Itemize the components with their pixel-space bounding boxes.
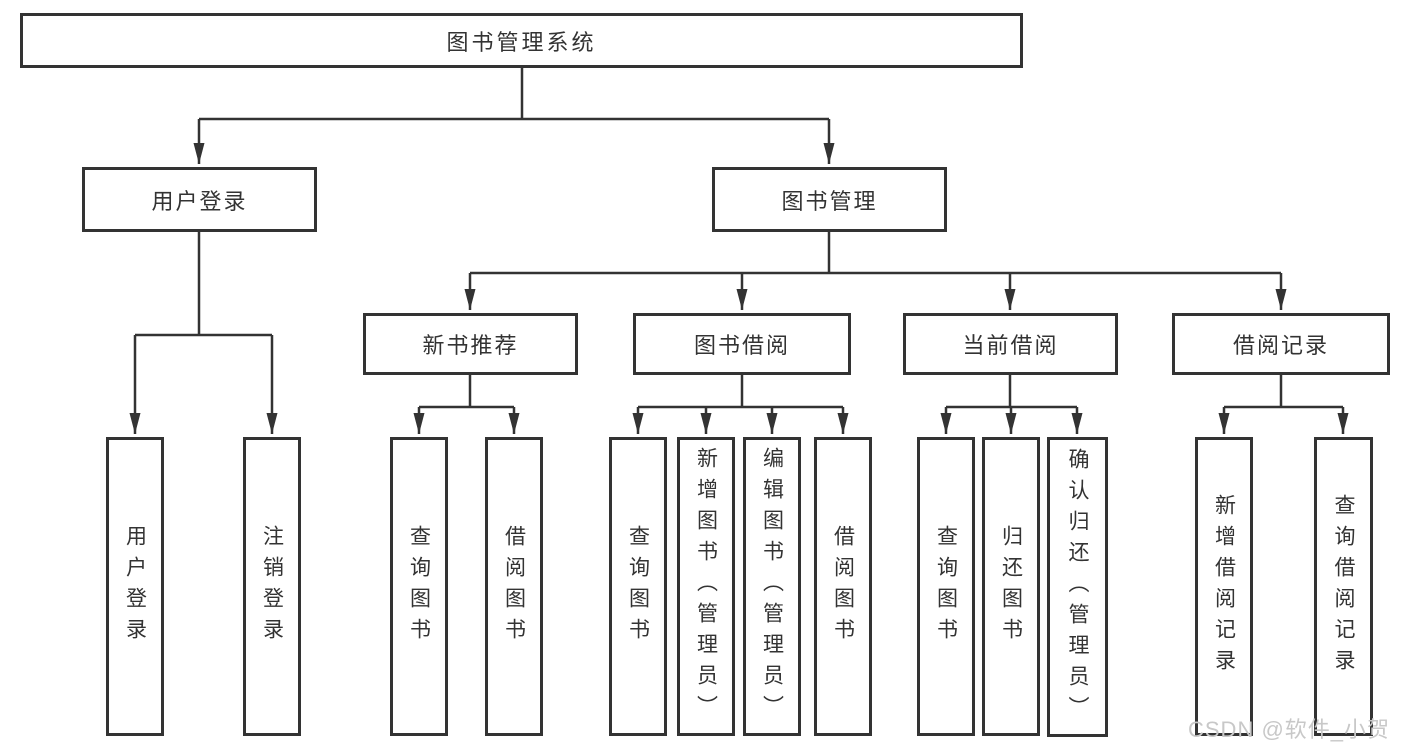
node-current-borrowing: 当前借阅 [903,313,1118,375]
node-root: 图书管理系统 [20,13,1023,68]
leaf-query-books-recommend: 查询图书 [390,437,448,736]
connector-current-borrow-children [940,375,1083,434]
node-book-management: 图书管理 [712,167,947,232]
leaf-edit-books-admin: 编辑图书（管理员） [743,437,801,736]
node-borrowing-records: 借阅记录 [1172,313,1390,375]
leaf-confirm-return-admin: 确认归还（管理员） [1047,437,1108,737]
connector-root-to-level2 [193,68,835,164]
node-user-login: 用户登录 [82,167,317,232]
leaf-logout: 注销登录 [243,437,301,736]
leaf-query-books-current: 查询图书 [917,437,975,736]
leaf-borrow-books-borrowing: 借阅图书 [814,437,872,736]
connector-new-books-children [413,375,520,434]
connector-user-login-children [129,232,278,434]
leaf-add-books-admin: 新增图书（管理员） [677,437,735,736]
leaf-query-books-borrowing: 查询图书 [609,437,667,736]
node-book-borrowing: 图书借阅 [633,313,851,375]
leaf-add-borrow-record: 新增借阅记录 [1195,437,1253,736]
leaf-return-books: 归还图书 [982,437,1040,736]
leaf-borrow-books-recommend: 借阅图书 [485,437,543,736]
connector-book-mgmt-to-level3 [464,232,1287,310]
leaf-query-borrow-record: 查询借阅记录 [1314,437,1373,736]
connector-borrow-records-children [1218,375,1349,434]
leaf-user-login: 用户登录 [106,437,164,736]
node-new-book-recommend: 新书推荐 [363,313,578,375]
connector-book-borrow-children [632,375,849,434]
